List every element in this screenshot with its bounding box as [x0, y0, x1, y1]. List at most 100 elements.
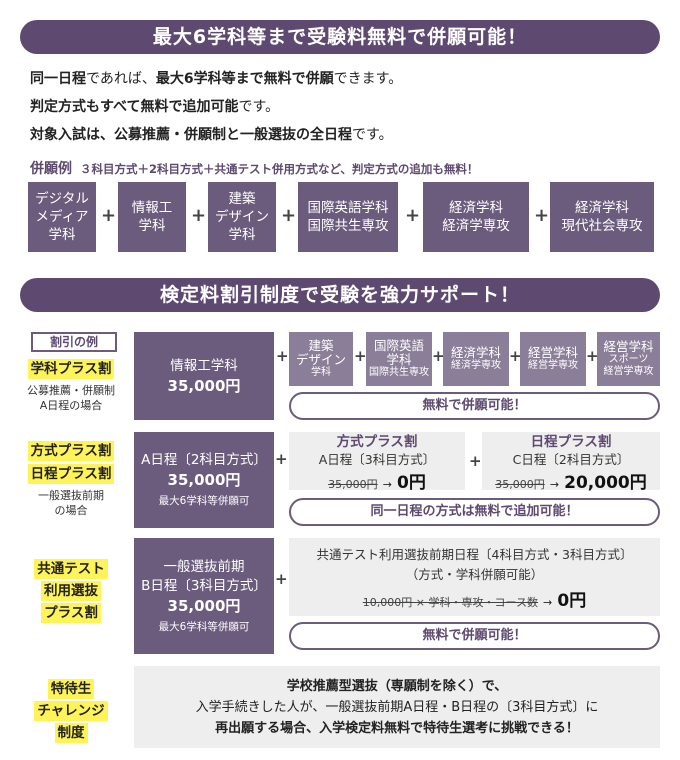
tokutai-label-1: 特待生 — [47, 679, 95, 699]
example-box-intl-english: 国際英語学科国際共生専攻 — [298, 182, 398, 252]
plus-sign: + — [469, 452, 482, 470]
box-line: 経営学科 — [603, 339, 654, 354]
intro-bold: 判定方式もすべて無料で追加可能 — [30, 99, 239, 115]
intro-text: です。 — [238, 99, 280, 115]
main-price: 35,000円 — [167, 596, 241, 615]
kyotsu-plus-label-1: 共通テスト — [34, 559, 108, 579]
example-box-economics-society: 経済学科現代社会専攻 — [550, 182, 654, 252]
plus-sign: + — [534, 205, 550, 226]
houshiki-plus-main-box: A日程〔2科目方式〕 35,000円 最大6学科等併願可 — [134, 432, 274, 528]
kyotsu-plus-main-box: 一般選抜前期 B日程〔3科目方式〕 35,000円 最大6学科等併願可 — [134, 538, 274, 654]
new-price: 0円 — [557, 591, 587, 611]
plus-sign: + — [509, 347, 522, 365]
houshiki-plus-box: 方式プラス割 A日程〔3科目方式〕 35,000円 → 0円 — [289, 432, 465, 493]
box-line: デザイン — [295, 352, 346, 367]
box-line: 建築 — [308, 338, 334, 353]
new-price: 0円 — [397, 473, 426, 493]
sub-line: 公募推薦・併願制 — [27, 384, 115, 397]
main-price: 35,000円 — [167, 376, 241, 395]
box-line: 経営学専攻 — [603, 366, 654, 377]
sub-line: A日程の場合 — [39, 399, 103, 412]
houshiki-plus-label-block: 方式プラス割 日程プラス割 一般選抜前期の場合 — [14, 440, 128, 518]
gakka-sub-box-sports-management: 経営学科スポーツ経営学専攻 — [597, 332, 660, 386]
nittei-plus-box: 日程プラス割 C日程〔2科目方式〕 35,000円 → 20,000円 — [482, 432, 660, 493]
box-line: 経済学科 — [449, 200, 503, 216]
gakka-sub-box-management: 経営学科経営学専攻 — [520, 332, 586, 386]
box-line: メディア — [35, 209, 89, 225]
intro-text: です。 — [352, 127, 393, 143]
nittei-plus-label: 日程プラス割 — [27, 464, 115, 484]
box-line: 建築 — [228, 191, 256, 207]
arrow-icon: → — [543, 596, 553, 609]
box-line: 情報工 — [131, 200, 173, 216]
box-line: 共通テスト利用選抜前期日程〔4科目方式・3科目方式〕 — [316, 547, 633, 562]
main-line: B日程〔3科目方式〕 — [141, 577, 267, 594]
box-line: デジタル — [35, 191, 89, 207]
discount-example-tag: 割引の例 — [31, 332, 117, 352]
box-line: 経営学科 — [527, 345, 578, 360]
box-line: 経済学科 — [450, 345, 501, 360]
box-line: 国際共生専攻 — [307, 218, 389, 234]
example-box-architecture: 建築デザイン学科 — [208, 182, 276, 252]
box-line: スポーツ — [608, 354, 649, 365]
box-line: 学科 — [311, 367, 331, 378]
main-line: A日程〔2科目方式〕 — [141, 452, 267, 468]
box-line: 学科 — [48, 227, 76, 243]
box-line: 学科 — [386, 352, 412, 367]
intro-text: できます。 — [333, 71, 403, 87]
kyotsu-plus-label-3: プラス割 — [41, 603, 101, 623]
box-line: 学科 — [228, 227, 256, 243]
box-line: A日程〔3科目方式〕 — [318, 452, 436, 467]
intro-line-1: 同一日程であれば、最大6学科等まで無料で併願できます。 — [30, 70, 402, 88]
arrow-icon: → — [549, 478, 560, 491]
kyotsu-plus-pill: 無料で併願可能！ — [289, 622, 660, 650]
box-line: 経済学専攻 — [451, 360, 501, 371]
new-price: 20,000円 — [564, 473, 647, 493]
plus-sign: + — [191, 205, 207, 226]
gakka-sub-box-economics: 経済学科経済学専攻 — [443, 332, 509, 386]
box-line: 経済学専攻 — [442, 218, 510, 234]
price-change: 10,000円 × 学科・専攻・コース数 → 0円 — [289, 586, 660, 611]
box-line: 国際共生専攻 — [369, 367, 429, 378]
intro-bold: 対象入試は、公募推薦・併願制と一般選抜の全日程 — [30, 127, 352, 143]
box-line: 学科 — [138, 218, 166, 234]
box-line: 経営学専攻 — [528, 360, 578, 371]
intro-line-2: 判定方式もすべて無料で追加可能です。 — [30, 98, 279, 116]
plus-sign: + — [276, 347, 289, 365]
intro-line-3: 対象入試は、公募推薦・併願制と一般選抜の全日程です。 — [30, 126, 393, 144]
houshiki-plus-sub: 一般選抜前期の場合 — [14, 488, 128, 518]
main-note: 最大6学科等併願可 — [158, 495, 250, 507]
old-price: 10,000円 × 学科・専攻・コース数 — [362, 596, 538, 609]
main-note: 最大6学科等併願可 — [158, 620, 250, 633]
plus-sign: + — [432, 347, 445, 365]
sub-line: 一般選抜前期 — [38, 489, 104, 502]
example-box-digital-media: デジタルメディア学科 — [28, 182, 96, 252]
section-banner-free-application: 最大6学科等まで受験料無料で併願可能！ — [20, 20, 660, 54]
plus-sign: + — [405, 205, 421, 226]
gakka-sub-box-intl-english: 国際英語学科国際共生専攻 — [366, 332, 432, 386]
box-line: C日程〔2科目方式〕 — [512, 452, 630, 467]
tokutai-box: 学校推薦型選抜（専願制を除く）で、 入学手続きした人が、一般選抜前期A日程・B日… — [134, 666, 660, 748]
intro-bold: 最大6学科等まで無料で併願 — [155, 71, 334, 87]
sub-line: の場合 — [54, 504, 88, 517]
example-heading: 併願例 — [30, 161, 72, 177]
tokutai-line: 再出願する場合、入学検定料無料で特待生選考に挑戦できる！ — [215, 721, 579, 736]
section-banner-discount: 検定料割引制度で受験を強力サポート！ — [20, 278, 660, 312]
plus-sign: + — [586, 347, 599, 365]
main-name: 情報工学科 — [170, 357, 238, 374]
intro-text: であれば、 — [86, 71, 156, 87]
example-box-economics: 経済学科経済学専攻 — [423, 182, 529, 252]
gakka-sub-box-architecture: 建築デザイン学科 — [289, 332, 353, 386]
box-line: 国際英語 — [373, 338, 424, 353]
tokutai-line: 入学手続きした人が、一般選抜前期A日程・B日程の〔3科目方式〕に — [195, 700, 599, 715]
plus-sign: + — [101, 205, 117, 226]
old-price: 35,000円 — [495, 478, 545, 491]
price-change: 35,000円 → 0円 — [289, 468, 465, 493]
kyotsu-plus-box: 共通テスト利用選抜前期日程〔4科目方式・3科目方式〕 （方式・学科併願可能） 1… — [289, 538, 660, 616]
box-line: デザイン — [215, 209, 269, 225]
tokutai-label-3: 制度 — [54, 723, 88, 743]
box-line: 経済学科 — [575, 200, 629, 216]
box-line: （方式・学科併願可能） — [405, 567, 544, 582]
plus-sign: + — [275, 570, 288, 588]
